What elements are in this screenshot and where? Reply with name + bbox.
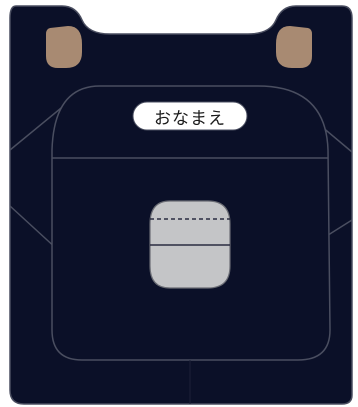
left-side-strap-top — [9, 103, 67, 151]
name-tag-label: おなまえ — [154, 108, 226, 129]
right-leather-patch-icon — [276, 26, 312, 68]
name-tag-plate — [132, 101, 248, 131]
left-side-strap-bottom — [9, 205, 59, 251]
left-leather-patch-icon — [46, 26, 82, 68]
